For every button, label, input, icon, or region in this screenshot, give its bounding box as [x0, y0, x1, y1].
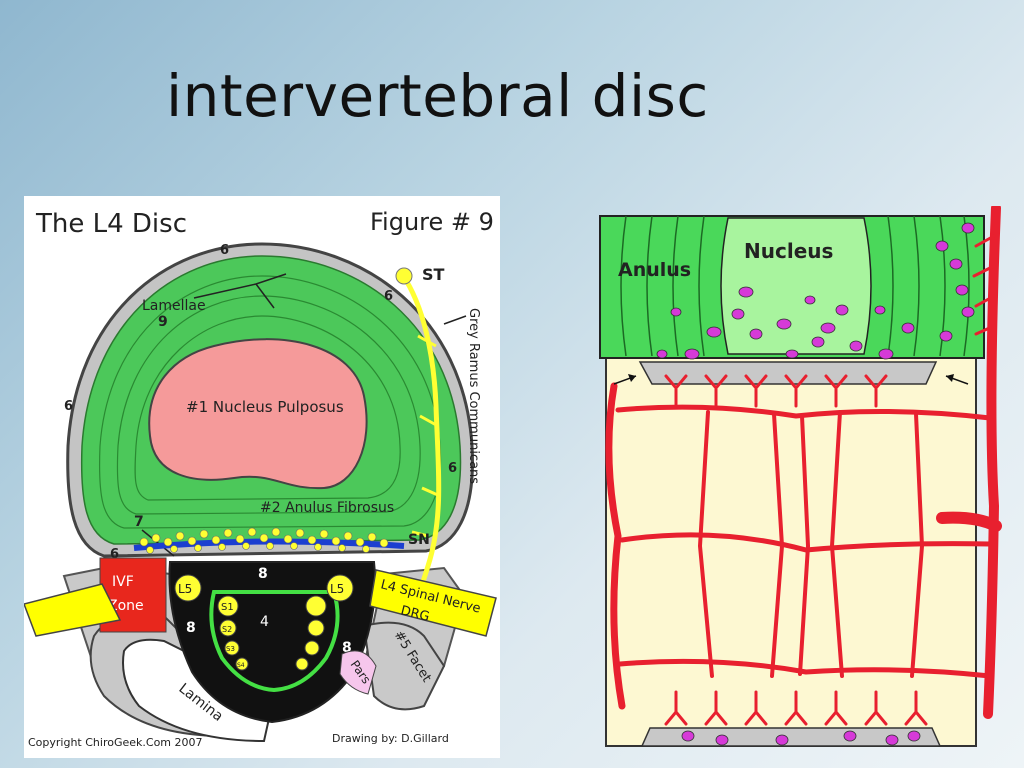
grey-ramus-leader: [443, 315, 467, 325]
ivf-label-line2: Zone: [108, 598, 144, 614]
l4-disc-svg: The L4 Disc Figure # 9 Lamellae 9 #1 Nuc…: [23, 208, 497, 749]
l4-disc-figure: The L4 Disc Figure # 9 Lamellae 9 #1 Nuc…: [23, 196, 500, 758]
drawing-credit: Drawing by: D.Gillard: [332, 732, 449, 745]
vertebral-body: [605, 357, 977, 747]
lamellae-label: Lamellae: [142, 298, 206, 314]
s1-root-right: [305, 595, 327, 617]
s3-label: S3: [226, 645, 235, 653]
endplate-arrow-right-head: [946, 374, 954, 382]
figure-heading: The L4 Disc: [35, 209, 187, 239]
lamina-shape: [122, 638, 276, 743]
s1-label: S1: [221, 602, 234, 613]
label-6-bottom: 6: [110, 547, 119, 562]
anulus-fibrosus-label: #2 Anulus Fibrosus: [260, 500, 394, 516]
vertebral-vascular-figure: Nucleus Anulus: [596, 203, 1018, 754]
l5-label-right: L5: [330, 582, 344, 596]
l5-root-right: [326, 574, 354, 602]
figure-number-label: Figure # 9: [370, 208, 494, 236]
lamellae-leader: [193, 273, 287, 309]
label-6-top: 6: [220, 243, 229, 258]
s4-root-right: [295, 657, 309, 671]
label-8-right: 8: [342, 640, 352, 656]
vascular-svg: Nucleus Anulus: [599, 203, 1002, 747]
label-7: 7: [134, 514, 144, 530]
l5-root-left: [174, 574, 202, 602]
drg-label: DRG: [399, 603, 431, 625]
pars-region: [339, 650, 377, 695]
anulus-lamellae: [620, 215, 970, 357]
label-4: 4: [260, 614, 269, 630]
s2-root-right: [307, 619, 325, 637]
label-8-left: 8: [186, 620, 196, 636]
st-label: ST: [422, 265, 445, 284]
label-9: 9: [158, 314, 168, 330]
nucleus-label: Nucleus: [744, 239, 833, 263]
anulus-label: Anulus: [618, 259, 691, 281]
label-8-top: 8: [258, 566, 268, 582]
blood-vessels: [605, 203, 1002, 726]
copyright-text: Copyright ChiroGeek.Com 2007: [28, 736, 203, 749]
lamella-ring-3: [134, 315, 401, 501]
sn-label: SN: [408, 532, 430, 548]
s3-root-left: [224, 640, 240, 656]
lamella-ring-1: [98, 275, 442, 529]
ivf-label-line1: IVF: [112, 574, 134, 590]
slide-title: intervertebral disc: [166, 62, 709, 130]
nutrient-dots: [656, 222, 975, 746]
disc-nucleus: [720, 217, 872, 355]
endplate-arrow-left-head: [628, 374, 636, 382]
sympathetic-trunk-ganglion: [395, 267, 413, 285]
facet-shape: [362, 621, 446, 711]
s4-root-left: [235, 657, 249, 671]
nerve-root-left: [23, 583, 122, 637]
grey-ramus-label: Grey Ramus Communicans: [466, 308, 481, 484]
label-6-right: 6: [448, 461, 457, 476]
s4-label: S4: [237, 662, 245, 669]
upper-endplate: [638, 361, 938, 385]
s3-root-right: [304, 640, 320, 656]
nerve-dots: [139, 527, 389, 554]
nucleus-pulposus-label: #1 Nucleus Pulposus: [186, 398, 344, 416]
s2-label: S2: [222, 625, 232, 634]
l5-label-left: L5: [178, 582, 192, 596]
nucleus-pulposus: [148, 338, 368, 490]
l4-spinal-nerve: [369, 569, 497, 637]
s2-root-left: [219, 619, 237, 637]
grey-ramus-branch: [411, 334, 441, 538]
dural-sac: [209, 590, 340, 693]
lamella-ring-2: [116, 295, 421, 515]
label-6-right-top: 6: [384, 289, 393, 304]
label-6-left: 6: [64, 399, 73, 414]
s1-root-left: [217, 595, 239, 617]
